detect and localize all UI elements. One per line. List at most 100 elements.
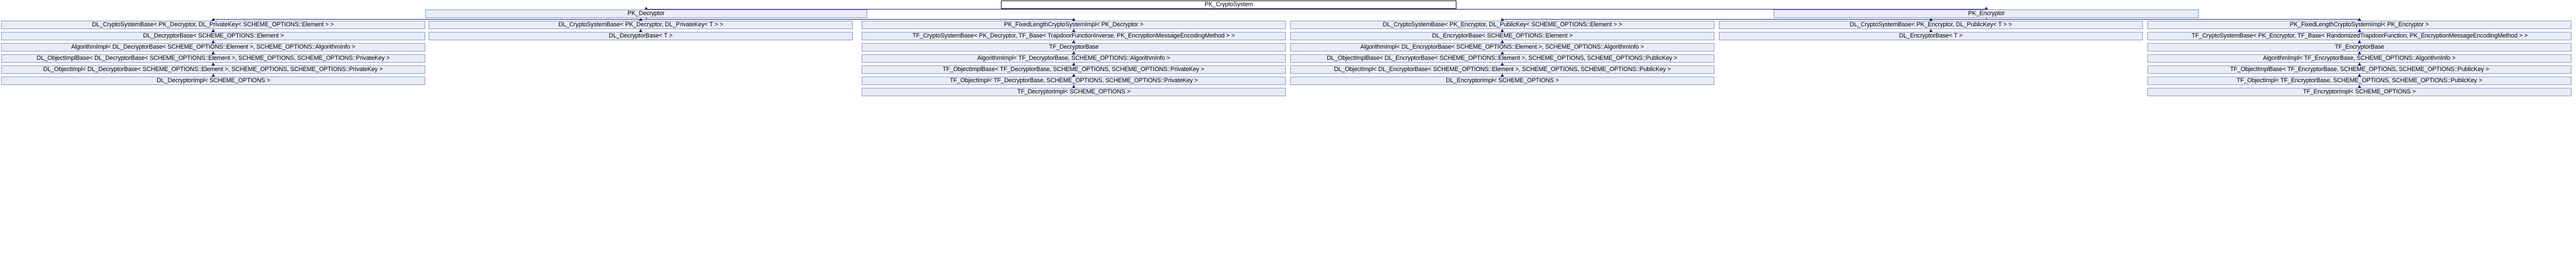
class-node-label: DL_ObjectImplBase< DL_EncryptorBase< SCH… [1327, 55, 1678, 62]
class-node[interactable]: DL_ObjectImpl< DL_DecryptorBase< SCHEME_… [1, 65, 425, 74]
class-node-label: TF_DecryptorBase [1049, 44, 1099, 50]
inheritance-arrowhead [2358, 63, 2361, 65]
inheritance-arrowhead [2358, 74, 2361, 77]
class-node[interactable]: TF_DecryptorImpl< SCHEME_OPTIONS > [862, 88, 1286, 96]
class-node-label: TF_CryptoSystemBase< PK_Decryptor, TF_Ba… [913, 32, 1235, 39]
inheritance-arrowhead [2358, 18, 2361, 21]
inheritance-arrowhead [639, 18, 642, 21]
inheritance-arrowhead [1072, 85, 1075, 88]
class-node[interactable]: PK_FixedLengthCryptoSystemImpl< PK_Decry… [862, 21, 1286, 29]
class-node[interactable]: DL_ObjectImpl< DL_EncryptorBase< SCHEME_… [1290, 65, 1714, 74]
class-node[interactable]: TF_CryptoSystemBase< PK_Encryptor, TF_Ba… [2147, 32, 2572, 40]
inheritance-arrowhead [1985, 7, 1988, 10]
inheritance-arrowhead [211, 18, 215, 21]
inheritance-arrowhead [2358, 29, 2361, 32]
inheritance-arrowhead [1501, 74, 1504, 77]
inheritance-arrowhead [2358, 85, 2361, 88]
class-node[interactable]: PK_Decryptor [425, 10, 867, 18]
class-node[interactable]: TF_EncryptorBase [2147, 43, 2572, 51]
class-node[interactable]: PK_Encryptor [1774, 10, 2199, 18]
class-node-label: DL_DecryptorBase< T > [609, 32, 673, 39]
class-node[interactable]: TF_ObjectImplBase< TF_EncryptorBase, SCH… [2147, 65, 2572, 74]
class-node-label: TF_CryptoSystemBase< PK_Encryptor, TF_Ba… [2191, 32, 2528, 39]
class-node-label: DL_EncryptorBase< T > [1899, 32, 1963, 39]
inheritance-arrowhead [1501, 18, 1504, 21]
inheritance-arrowhead [1501, 40, 1504, 43]
class-node[interactable]: PK_FixedLengthCryptoSystemImpl< PK_Encry… [2147, 21, 2572, 29]
class-node-label: TF_ObjectImpl< TF_DecryptorBase, SCHEME_… [949, 77, 1198, 84]
inheritance-arrowhead [1072, 29, 1075, 32]
class-node-label: DL_ObjectImpl< DL_DecryptorBase< SCHEME_… [43, 66, 383, 73]
class-node[interactable]: TF_ObjectImpl< TF_EncryptorBase, SCHEME_… [2147, 77, 2572, 85]
class-node[interactable]: AlgorithmImpl< DL_EncryptorBase< SCHEME_… [1290, 43, 1714, 51]
class-node[interactable]: DL_CryptoSystemBase< PK_Decryptor, DL_Pr… [429, 21, 853, 29]
class-node[interactable]: DL_ObjectImplBase< DL_EncryptorBase< SCH… [1290, 54, 1714, 63]
class-node-label: DL_CryptoSystemBase< PK_Decryptor, DL_Pr… [92, 21, 335, 28]
class-node-label: DL_EncryptorImpl< SCHEME_OPTIONS > [1445, 77, 1559, 84]
class-node[interactable]: DL_ObjectImplBase< DL_DecryptorBase< SCH… [1, 54, 425, 63]
class-node[interactable]: DL_DecryptorBase< T > [429, 32, 853, 40]
inheritance-arrowhead [211, 51, 215, 54]
class-node[interactable]: TF_ObjectImplBase< TF_DecryptorBase, SCH… [862, 65, 1286, 74]
class-node[interactable]: DL_CryptoSystemBase< PK_Encryptor, DL_Pu… [1290, 21, 1714, 29]
inheritance-arrowhead [1072, 51, 1075, 54]
class-node-label: PK_Encryptor [1968, 10, 2005, 17]
class-node[interactable]: DL_CryptoSystemBase< PK_Decryptor, DL_Pr… [1, 21, 425, 29]
class-node[interactable]: DL_EncryptorBase< T > [1719, 32, 2143, 40]
class-node[interactable]: TF_ObjectImpl< TF_DecryptorBase, SCHEME_… [862, 77, 1286, 85]
class-node-label: AlgorithmImpl< DL_EncryptorBase< SCHEME_… [1360, 44, 1644, 50]
inheritance-arrowhead [1501, 29, 1504, 32]
inheritance-arrowhead [1072, 74, 1075, 77]
inheritance-arrowhead [639, 29, 642, 32]
class-node-label: PK_CryptoSystem [1204, 1, 1253, 8]
class-node-label: DL_CryptoSystemBase< PK_Decryptor, DL_Pr… [558, 21, 723, 28]
class-node-label: TF_EncryptorImpl< SCHEME_OPTIONS > [2303, 88, 2416, 95]
inheritance-arrowhead [1501, 63, 1504, 65]
inheritance-arrowhead [1501, 51, 1504, 54]
inheritance-arrowhead [1072, 40, 1075, 43]
class-node-label: DL_CryptoSystemBase< PK_Encryptor, DL_Pu… [1850, 21, 2012, 28]
class-node-label: PK_FixedLengthCryptoSystemImpl< PK_Decry… [1004, 21, 1144, 28]
class-node[interactable]: DL_EncryptorImpl< SCHEME_OPTIONS > [1290, 77, 1714, 85]
class-node[interactable]: PK_CryptoSystem [1001, 1, 1456, 9]
class-node[interactable]: DL_DecryptorImpl< SCHEME_OPTIONS > [1, 77, 425, 85]
edge-segment-vertical [1986, 18, 1987, 19]
class-node[interactable]: DL_CryptoSystemBase< PK_Encryptor, DL_Pu… [1719, 21, 2143, 29]
class-node[interactable]: AlgorithmImpl< DL_DecryptorBase< SCHEME_… [1, 43, 425, 51]
edge-segment-horizontal [646, 9, 1986, 10]
class-node-label: DL_CryptoSystemBase< PK_Encryptor, DL_Pu… [1383, 21, 1622, 28]
inheritance-arrowhead [211, 63, 215, 65]
inheritance-arrowhead [1929, 18, 1933, 21]
inheritance-arrowhead [645, 7, 648, 10]
class-node-label: TF_DecryptorImpl< SCHEME_OPTIONS > [1017, 88, 1131, 95]
inheritance-arrowhead [1072, 63, 1075, 65]
inheritance-arrowhead [1929, 29, 1933, 32]
class-node[interactable]: DL_DecryptorBase< SCHEME_OPTIONS::Elemen… [1, 32, 425, 40]
inheritance-arrowhead [1072, 18, 1075, 21]
inheritance-arrowhead [2358, 51, 2361, 54]
class-node-label: TF_ObjectImplBase< TF_EncryptorBase, SCH… [2230, 66, 2489, 73]
class-node-label: DL_ObjectImplBase< DL_DecryptorBase< SCH… [36, 55, 390, 62]
class-node[interactable]: AlgorithmImpl< TF_EncryptorBase, SCHEME_… [2147, 54, 2572, 63]
edge-segment-vertical [646, 18, 647, 19]
class-node-label: DL_ObjectImpl< DL_EncryptorBase< SCHEME_… [1333, 66, 1671, 73]
edge-segment-horizontal [213, 19, 1074, 20]
class-node-label: PK_FixedLengthCryptoSystemImpl< PK_Encry… [2290, 21, 2429, 28]
inheritance-arrowhead [211, 40, 215, 43]
class-node[interactable]: TF_EncryptorImpl< SCHEME_OPTIONS > [2147, 88, 2572, 96]
class-node-label: AlgorithmImpl< DL_DecryptorBase< SCHEME_… [71, 44, 355, 50]
class-node[interactable]: DL_EncryptorBase< SCHEME_OPTIONS::Elemen… [1290, 32, 1714, 40]
class-node-label: DL_EncryptorBase< SCHEME_OPTIONS::Elemen… [1432, 32, 1573, 39]
class-node[interactable]: TF_DecryptorBase [862, 43, 1286, 51]
class-node[interactable]: AlgorithmImpl< TF_DecryptorBase, SCHEME_… [862, 54, 1286, 63]
class-node-label: TF_ObjectImpl< TF_EncryptorBase, SCHEME_… [2236, 77, 2483, 84]
class-node-label: DL_DecryptorBase< SCHEME_OPTIONS::Elemen… [143, 32, 284, 39]
class-node[interactable]: TF_CryptoSystemBase< PK_Decryptor, TF_Ba… [862, 32, 1286, 40]
inheritance-arrowhead [2358, 40, 2361, 43]
inheritance-arrowhead [211, 74, 215, 77]
class-node-label: AlgorithmImpl< TF_DecryptorBase, SCHEME_… [977, 55, 1171, 62]
class-node-label: TF_EncryptorBase [2334, 44, 2385, 50]
class-node-label: TF_ObjectImplBase< TF_DecryptorBase, SCH… [943, 66, 1205, 73]
class-node-label: AlgorithmImpl< TF_EncryptorBase, SCHEME_… [2263, 55, 2456, 62]
class-node-label: DL_DecryptorImpl< SCHEME_OPTIONS > [156, 77, 270, 84]
